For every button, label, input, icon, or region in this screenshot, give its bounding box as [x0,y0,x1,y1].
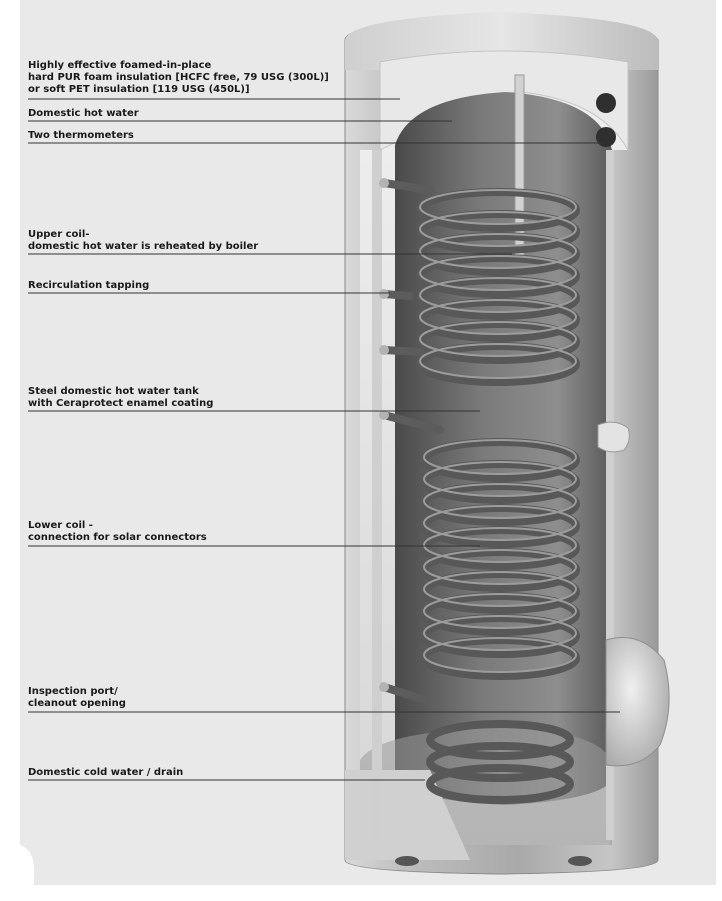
label-hot-water: Domestic hot water [28,108,139,120]
label-thermometers-line-1: Two thermometers [28,130,134,141]
pipe-connector-tips [379,178,389,692]
label-upper-coil-line-1: Upper coil- [28,229,90,240]
left-liner-strip [372,150,382,840]
panel-corner-notch [20,845,34,885]
label-lower-coil-line-2: connection for solar connectors [28,532,207,543]
leader-lines [28,98,620,781]
label-recirculation-line-1: Recirculation tapping [28,280,150,291]
label-insulation: Highly effective foamed-in-place hard PU… [28,60,329,96]
label-upper-coil-line-2: domestic hot water is reheated by boiler [28,241,259,252]
label-insulation-line-3: or soft PET insulation [119 USG (450L)] [28,84,250,95]
thermometer-well-lower [596,127,616,147]
side-fitting [597,421,630,453]
lower-coil-highlight [423,439,577,673]
bottom-coil [426,720,574,804]
label-insulation-line-1: Highly effective foamed-in-place [28,60,212,71]
pipe-connectors [380,179,444,704]
label-inspection-line-1: Inspection port/ [28,686,118,697]
label-thermometers: Two thermometers [28,130,134,142]
label-cold-water: Domestic cold water / drain [28,767,183,779]
upper-coil-highlight [419,189,577,379]
label-inspection-line-2: cleanout opening [28,698,126,709]
right-liner-strip [606,150,614,840]
label-hot-water-line-1: Domestic hot water [28,108,139,119]
inspection-port-cover [605,637,670,767]
thermometer-well-upper [596,93,616,113]
foot-left [395,856,419,866]
label-upper-coil: Upper coil- domestic hot water is reheat… [28,229,258,253]
foot-right [568,856,592,866]
label-lower-coil-line-1: Lower coil - [28,520,93,531]
label-steel-tank: Steel domestic hot water tank with Cerap… [28,386,213,410]
label-cold-water-line-1: Domestic cold water / drain [28,767,184,778]
label-insulation-line-2: hard PUR foam insulation [HCFC free, 79 … [28,72,329,83]
label-steel-tank-line-1: Steel domestic hot water tank [28,386,199,397]
label-steel-tank-line-2: with Ceraprotect enamel coating [28,398,214,409]
label-lower-coil: Lower coil - connection for solar connec… [28,520,207,544]
label-recirculation: Recirculation tapping [28,280,149,292]
label-inspection: Inspection port/ cleanout opening [28,686,126,710]
